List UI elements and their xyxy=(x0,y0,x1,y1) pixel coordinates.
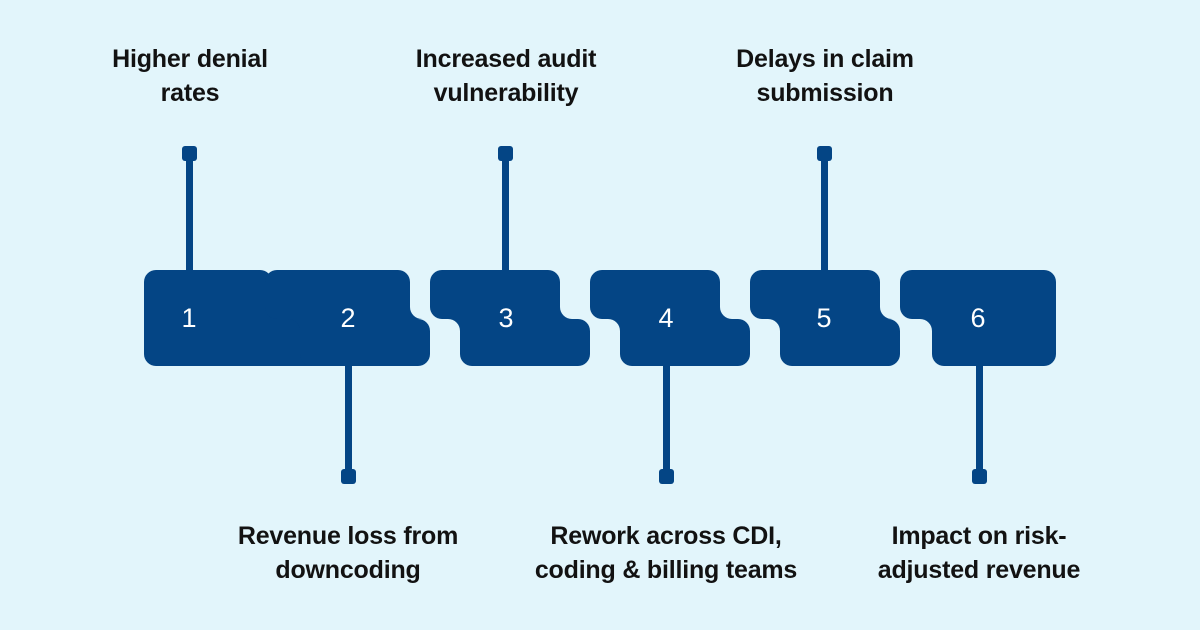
step-label-5-line-2: submission xyxy=(756,79,894,107)
step-label-4: Rework across CDI, coding & billing team… xyxy=(526,519,806,587)
step-number-3: 3 xyxy=(498,303,513,333)
connector-marker-4 xyxy=(659,469,674,484)
step-label-4-line-1: Rework across CDI, xyxy=(550,522,782,550)
connector-stem-3 xyxy=(502,150,509,275)
step-number-4: 4 xyxy=(658,303,673,333)
step-label-5: Delays in claim submission xyxy=(700,42,950,110)
step-label-5-line-1: Delays in claim xyxy=(736,45,914,73)
connector-stem-1 xyxy=(186,150,193,275)
step-label-2: Revenue loss from downcoding xyxy=(208,519,488,587)
step-number-2: 2 xyxy=(340,303,355,333)
connector-stem-5 xyxy=(821,150,828,275)
connector-stem-6 xyxy=(976,358,983,480)
step-label-4-line-2: coding & billing teams xyxy=(534,556,798,584)
step-label-6: Impact on risk- adjusted revenue xyxy=(839,519,1119,587)
connector-marker-5 xyxy=(817,146,832,161)
step-label-3-line-1: Increased audit xyxy=(415,45,597,73)
step-number-6: 6 xyxy=(970,303,985,333)
step-number-5: 5 xyxy=(816,303,831,333)
connector-markers xyxy=(182,146,987,484)
step-block-6[interactable] xyxy=(900,270,1056,366)
step-label-6-line-2: adjusted revenue xyxy=(877,556,1081,584)
step-label-1-line-2: rates xyxy=(160,79,220,107)
step-label-1: Higher denial rates xyxy=(65,42,315,110)
step-block-3[interactable] xyxy=(430,270,590,366)
step-label-2-line-2: downcoding xyxy=(275,556,421,584)
connector-marker-6 xyxy=(972,469,987,484)
step-block-4[interactable] xyxy=(590,270,750,366)
step-label-1-line-1: Higher denial xyxy=(112,45,268,73)
connector-marker-3 xyxy=(498,146,513,161)
connector-marker-2 xyxy=(341,469,356,484)
step-label-3-line-2: vulnerability xyxy=(433,79,579,107)
connector-marker-1 xyxy=(182,146,197,161)
step-blocks xyxy=(144,270,1056,366)
step-number-1: 1 xyxy=(181,303,196,333)
step-block-2[interactable] xyxy=(265,270,430,366)
step-numbers: 1 2 3 4 5 6 xyxy=(181,303,985,333)
step-label-2-line-1: Revenue loss from xyxy=(237,522,459,550)
step-label-6-line-1: Impact on risk- xyxy=(891,522,1067,550)
connector-stem-4 xyxy=(663,358,670,480)
step-label-3: Increased audit vulnerability xyxy=(381,42,631,110)
connector-stem-2 xyxy=(345,358,352,480)
connector-stems xyxy=(186,150,983,480)
step-block-5[interactable] xyxy=(750,270,900,366)
